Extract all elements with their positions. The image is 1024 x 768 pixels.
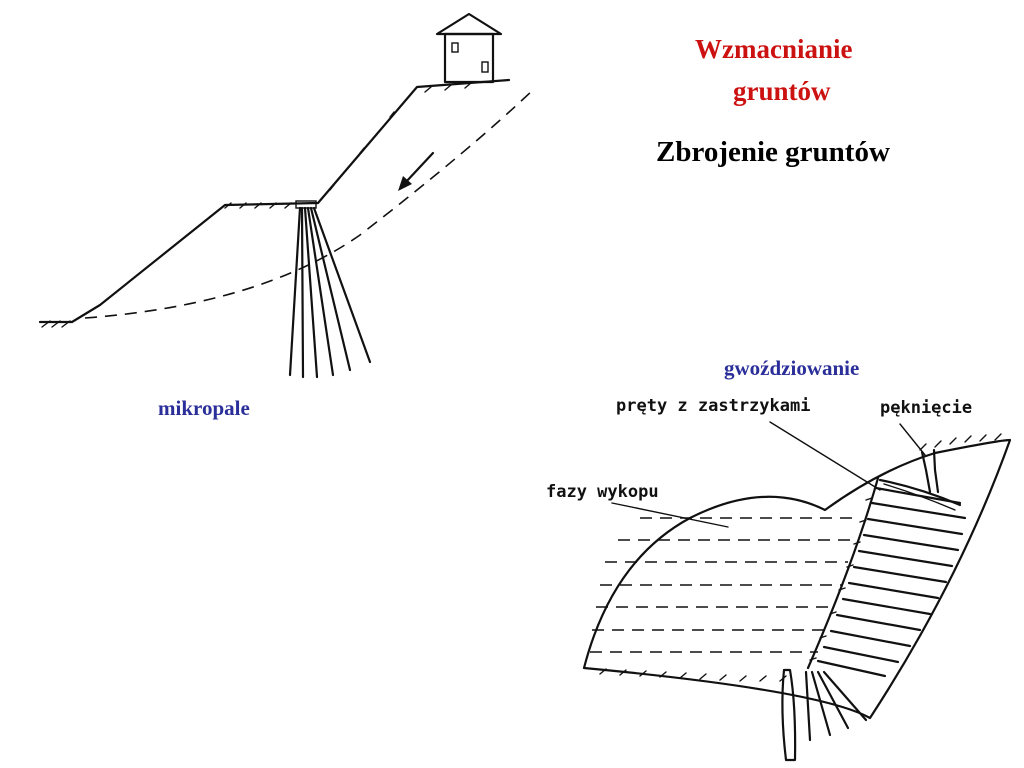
title-line-2: gruntów: [733, 76, 831, 106]
label-soil-nailing: gwoździowanie: [724, 356, 860, 380]
label-micropiles: mikropale: [158, 396, 250, 420]
slope-ground-line: [38, 78, 511, 324]
label-grouted-bars: pręty z zastrzykami: [616, 396, 811, 416]
subtitle: Zbrojenie gruntów: [656, 136, 890, 168]
label-crack: pęknięcie: [880, 398, 973, 418]
house-icon: [435, 12, 503, 84]
micropiles: [288, 206, 372, 379]
title-line-1: Wzmacnianie: [695, 34, 853, 64]
slip-surface: [84, 87, 536, 319]
sliding-arrow-icon: [398, 151, 435, 191]
